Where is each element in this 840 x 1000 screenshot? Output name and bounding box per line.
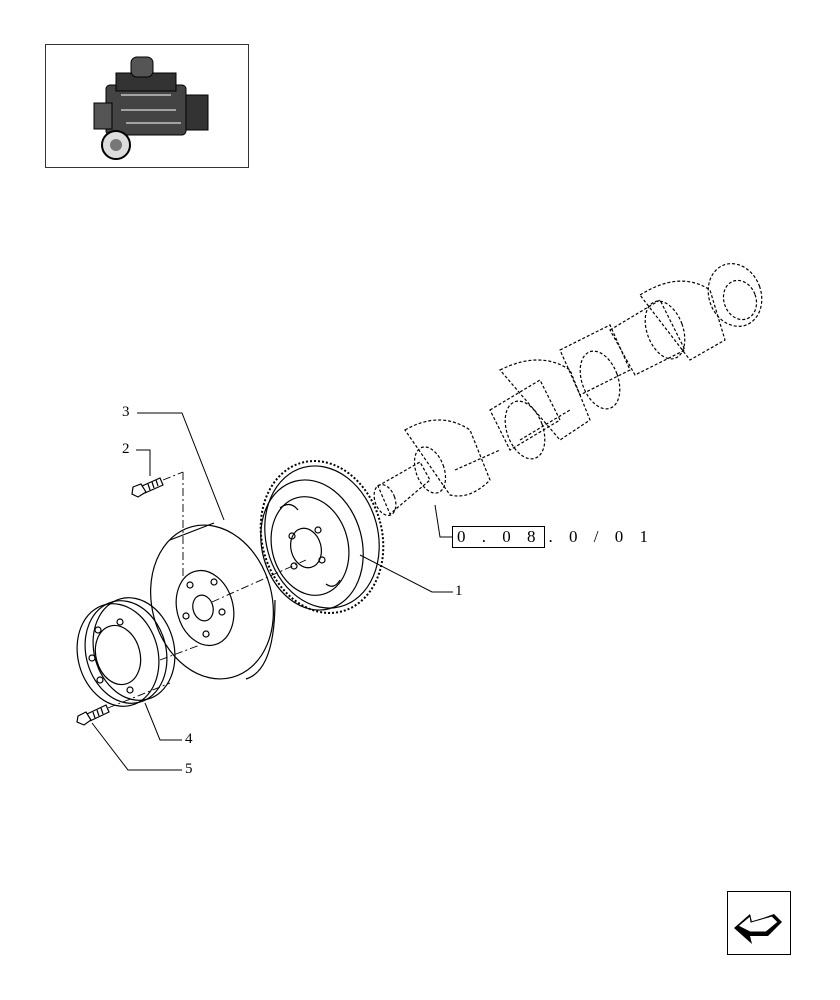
callout-3: 3 xyxy=(122,404,130,420)
back-button[interactable] xyxy=(727,891,791,955)
reference-rest: . 0 / 0 1 xyxy=(548,527,654,546)
part-3-pulley xyxy=(150,522,276,680)
callout-5: 5 xyxy=(185,761,193,777)
engine-icon xyxy=(93,56,209,160)
arrow-back-icon xyxy=(734,914,782,944)
callout-4: 4 xyxy=(185,731,193,747)
part-4-small-pulley xyxy=(76,597,176,707)
part-2-bolt xyxy=(131,477,164,498)
callout-1: 1 xyxy=(455,583,463,599)
engine-thumbnail xyxy=(45,44,249,168)
callout-2: 2 xyxy=(122,441,130,457)
part-1-damper xyxy=(259,460,385,614)
crankshaft xyxy=(373,263,763,517)
reference-boxed: 0 . 0 8 xyxy=(452,526,545,548)
reference-link[interactable]: 0 . 0 8 . 0 / 0 1 xyxy=(452,526,654,548)
part-5-bolt xyxy=(76,704,110,726)
